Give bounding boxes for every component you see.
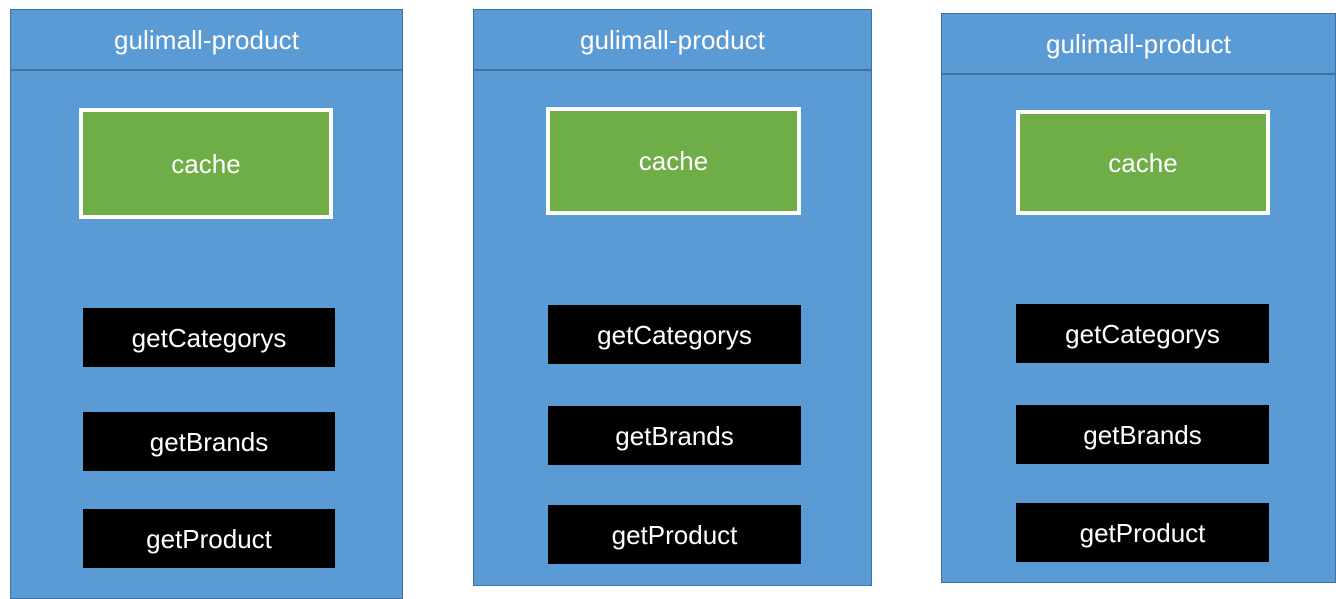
method-node-label: getBrands — [149, 426, 269, 457]
method-node-label: getCategorys — [597, 319, 752, 350]
method-node-getbrands-instance-3[interactable]: getBrands — [1016, 405, 1269, 464]
method-node-label: getProduct — [611, 519, 738, 550]
method-node-getbrands-instance-1[interactable]: getBrands — [83, 412, 335, 471]
panel-body-instance-2: cache getCategorys getBrands getProduct — [474, 71, 871, 585]
cache-node-instance-1[interactable]: cache — [79, 108, 333, 219]
method-node-label: getBrands — [615, 420, 734, 451]
cache-node-instance-2[interactable]: cache — [546, 107, 801, 215]
method-node-getproduct-instance-1[interactable]: getProduct — [83, 509, 335, 568]
method-node-getcategorys-instance-1[interactable]: getCategorys — [83, 308, 335, 367]
method-node-getcategorys-instance-2[interactable]: getCategorys — [548, 305, 801, 364]
method-node-label: getBrands — [1083, 419, 1202, 450]
panel-title-instance-2: gulimall-product — [474, 10, 871, 71]
method-node-getproduct-instance-2[interactable]: getProduct — [548, 505, 801, 564]
cache-node-instance-3[interactable]: cache — [1016, 110, 1270, 215]
panel-body-instance-3: cache getCategorys getBrands getProduct — [942, 75, 1335, 582]
method-node-label: getCategorys — [131, 322, 287, 353]
panel-body-instance-1: cache getCategorys getBrands getProduct — [11, 71, 402, 598]
service-panel-instance-3[interactable]: gulimall-product cache getCategorys getB… — [941, 13, 1336, 583]
method-node-getbrands-instance-2[interactable]: getBrands — [548, 406, 801, 465]
method-node-label: getCategorys — [1065, 318, 1220, 349]
cache-node-label: cache — [638, 146, 709, 176]
service-panel-instance-2[interactable]: gulimall-product cache getCategorys getB… — [473, 9, 872, 586]
cache-node-label: cache — [171, 148, 241, 179]
panel-title-instance-3: gulimall-product — [942, 14, 1335, 75]
method-node-label: getProduct — [146, 523, 272, 554]
service-panel-instance-1[interactable]: gulimall-product cache getCategorys getB… — [10, 9, 403, 599]
cache-node-label: cache — [1108, 147, 1178, 178]
method-node-getproduct-instance-3[interactable]: getProduct — [1016, 503, 1269, 562]
panel-title-instance-1: gulimall-product — [11, 10, 402, 71]
method-node-getcategorys-instance-3[interactable]: getCategorys — [1016, 304, 1269, 363]
method-node-label: getProduct — [1079, 517, 1206, 548]
